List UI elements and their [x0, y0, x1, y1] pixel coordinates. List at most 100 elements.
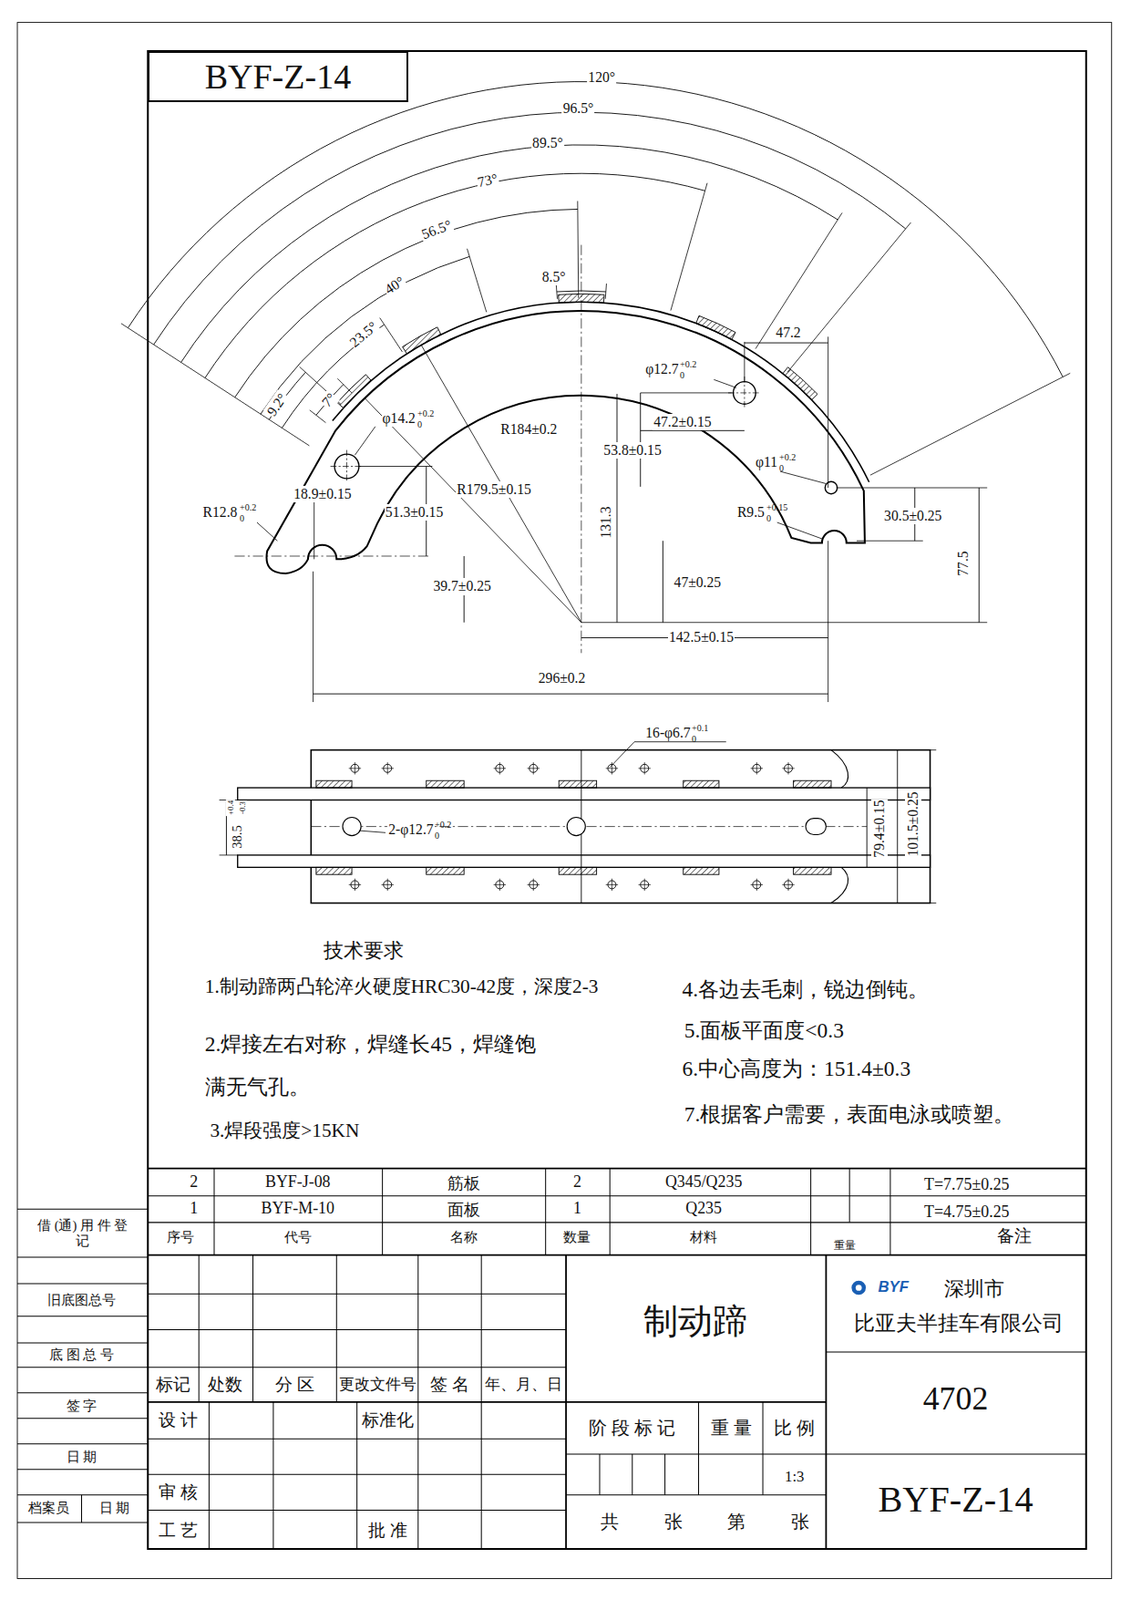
title-block-cell: 共 [599, 1511, 620, 1532]
revision-cell: 工 艺 [157, 1520, 199, 1541]
leader-line [780, 471, 826, 484]
dimension-text: 39.7±0.25 [431, 577, 492, 595]
center-line [346, 450, 348, 484]
title-block-cell: 比亚夫半挂车有限公司 [853, 1311, 1065, 1337]
extension-line [219, 853, 238, 855]
center-line [788, 878, 790, 891]
lining-pad [782, 367, 818, 401]
dimension-text: 120° [586, 69, 617, 86]
title-block-line [17, 1255, 148, 1257]
extension-line [121, 323, 309, 446]
title-block-cell: BYF-Z-14 [877, 1478, 1035, 1521]
center-line [387, 878, 389, 891]
extension-line [555, 283, 557, 299]
dimension-text: 7° [318, 389, 340, 412]
dimension-text: +0.2 [238, 502, 258, 514]
title-block-cell: 重 量 [709, 1417, 753, 1439]
dimension-text: +0.1 [690, 722, 710, 734]
title-block-line [198, 1254, 200, 1402]
center-line [756, 761, 758, 774]
center-line [354, 761, 356, 774]
center-line [499, 878, 501, 891]
sidebar-cell: 签 字 [65, 1398, 99, 1414]
center-line [611, 761, 613, 774]
dimension-line [639, 392, 641, 487]
logo-mark [851, 1280, 866, 1296]
extension-line [827, 540, 829, 702]
lining-pad [683, 780, 720, 788]
title-block-line [762, 1401, 764, 1495]
center-line [611, 878, 613, 891]
page-border [17, 22, 1112, 1579]
leader-line [354, 426, 375, 455]
title-block-line [356, 1401, 358, 1549]
dimension-text: 0 [778, 462, 785, 474]
revision-cell: 标准化 [360, 1409, 415, 1430]
extension-line [467, 248, 487, 313]
technical-note: 技术要求 [322, 938, 405, 963]
extension-line [309, 410, 327, 423]
sidebar-cell: 档案员 [27, 1500, 71, 1516]
rib-hole [566, 817, 586, 836]
title-block-line [598, 1453, 600, 1495]
title-block-line [849, 1168, 851, 1223]
center-line [644, 878, 646, 891]
revision-cell: 设 计 [157, 1409, 199, 1430]
title-block-line [17, 1208, 148, 1210]
dimension-text: φ14.2 [381, 410, 417, 427]
extension-line [380, 318, 403, 352]
dimension-line [896, 750, 898, 904]
revision-cell: 签 名 [429, 1374, 471, 1395]
dimension-text: 0 [690, 733, 698, 745]
dimension-text: +0.2 [678, 359, 698, 371]
title-block-line [631, 1453, 633, 1495]
dimension-text: 89.5° [531, 134, 565, 152]
sidebar-cell: 日 期 [98, 1500, 132, 1516]
parts-list-cell: 重量 [832, 1238, 857, 1252]
dimension-text: 0 [678, 370, 686, 381]
center-line [533, 878, 535, 891]
title-block-line [825, 1452, 1086, 1454]
extension-line [930, 902, 937, 904]
technical-note: 3.焊段强度>15KN [208, 1119, 360, 1142]
dimension-text: 47.2±0.15 [652, 413, 712, 431]
dimension-text: 47±0.25 [673, 574, 723, 591]
brake-shoe-web [266, 310, 864, 574]
leader-line [609, 741, 635, 768]
title-block-line [17, 1283, 148, 1285]
revision-cell: 标记 [154, 1374, 192, 1395]
dimension-text: -0.3 [237, 800, 247, 815]
dimension-text: R12.8 [202, 503, 239, 521]
title-block-cell: 1:3 [783, 1468, 805, 1486]
title-block-line [17, 1521, 148, 1522]
dimension-text: 56.5° [418, 215, 455, 243]
lining-pad [558, 780, 597, 788]
dimension-text: R184±0.2 [499, 421, 558, 438]
dimension-text: φ11 [754, 453, 779, 471]
extension-line [787, 222, 911, 372]
angle-dimension-arc [316, 384, 344, 416]
title-block-line [147, 1221, 1087, 1223]
extension-line [755, 212, 843, 349]
title-block-cell: 比 例 [772, 1417, 816, 1439]
title-block-line [825, 1254, 828, 1549]
leader-line [634, 740, 727, 742]
angle-dimension-arc [260, 256, 470, 414]
extension-line [870, 372, 1070, 475]
dimension-text: R179.5±0.15 [455, 481, 533, 498]
technical-note: 7.根据客户需要，表面电泳或喷塑。 [683, 1101, 1017, 1127]
dimension-text: 8.5° [541, 268, 567, 286]
parts-list-cell: T=4.75±0.25 [923, 1202, 1010, 1222]
radius-leader [421, 344, 582, 622]
dimension-text: 40° [380, 272, 409, 299]
title-block-cell: 张 [790, 1511, 811, 1532]
extension-line [581, 621, 988, 623]
dimension-text: +0.15 [765, 502, 789, 514]
sidebar-cell: 旧底图总号 [46, 1291, 117, 1307]
revision-cell: 更改文件号 [338, 1375, 418, 1393]
parts-list-cell: 材料 [688, 1229, 719, 1245]
dimension-text: +0.2 [778, 452, 797, 463]
title-block-line [381, 1168, 383, 1255]
title-block-line [17, 1493, 148, 1495]
center-line [644, 761, 646, 774]
